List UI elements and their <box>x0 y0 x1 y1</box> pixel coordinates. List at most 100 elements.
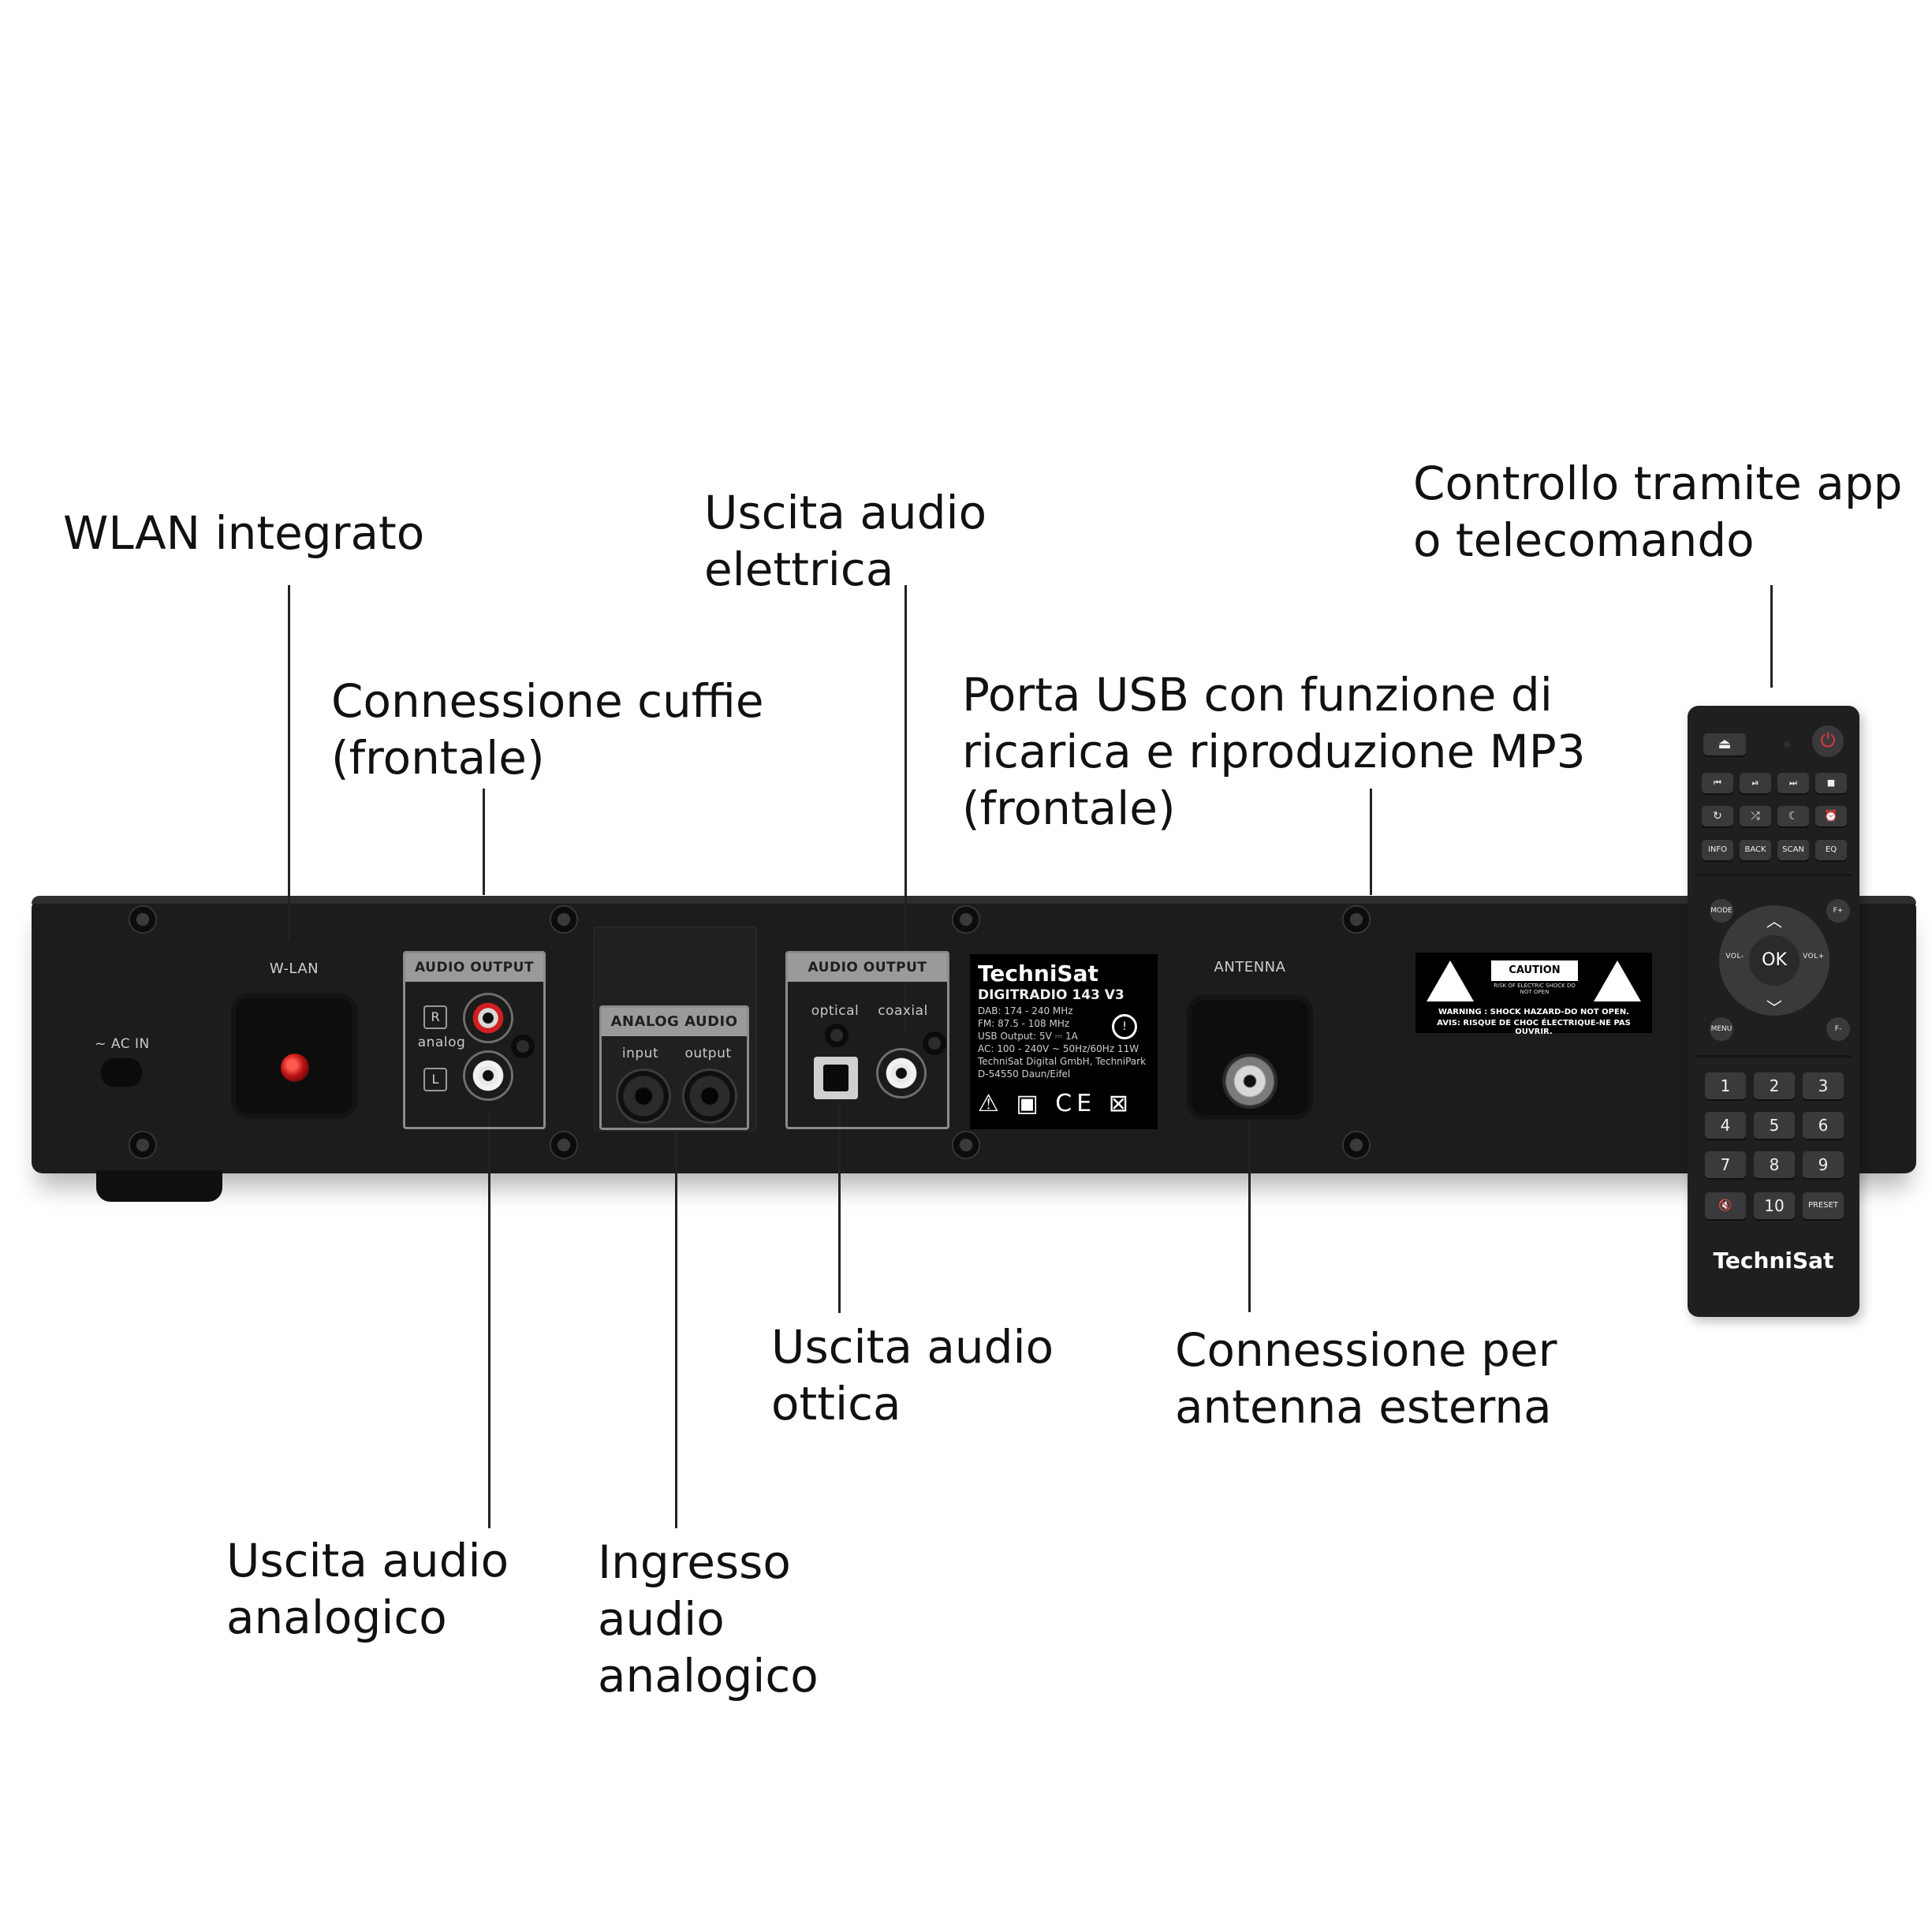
audio-output-analog-header: AUDIO OUTPUT <box>405 953 543 982</box>
screw <box>550 1131 578 1159</box>
panel-screw <box>825 1024 849 1047</box>
prev-button[interactable]: ⏮ <box>1702 773 1733 793</box>
num-1-button[interactable]: 1 <box>1705 1072 1746 1099</box>
audio-output-digital-header: AUDIO OUTPUT <box>788 953 947 982</box>
scan-button[interactable]: SCAN <box>1777 840 1809 860</box>
caution-subtext: RISK OF ELECTRIC SHOCK DO NOT OPEN <box>1494 983 1576 995</box>
warning-label: CAUTION RISK OF ELECTRIC SHOCK DO NOT OP… <box>1415 953 1652 1036</box>
num-5-button[interactable]: 5 <box>1754 1112 1795 1139</box>
menu-button[interactable]: MENU <box>1710 1017 1733 1041</box>
callout-headphones: Connessione cuffie (frontale) <box>331 674 764 785</box>
f-plus-button[interactable]: F+ <box>1826 899 1850 923</box>
spec-lines: DAB: 174 - 240 MHz FM: 87.5 - 108 MHz US… <box>978 1005 1147 1080</box>
callout-analog-out: Uscita audio analogico <box>226 1534 509 1644</box>
num-10-button[interactable]: 10 <box>1754 1192 1795 1219</box>
optical-output-port[interactable] <box>814 1057 858 1099</box>
f-minus-button[interactable]: F- <box>1826 1017 1850 1041</box>
optical-label: optical <box>811 1003 860 1019</box>
repeat-button[interactable]: ↻ <box>1702 806 1733 826</box>
screw <box>550 905 578 934</box>
analog-output-label: output <box>684 1046 732 1061</box>
leader-wlan <box>288 585 290 940</box>
shuffle-button[interactable]: ⤮ <box>1740 806 1771 826</box>
num-7-button[interactable]: 7 <box>1705 1151 1746 1178</box>
down-arrow-icon: ﹀ <box>1766 998 1782 1017</box>
antenna-label: ANTENNA <box>1214 959 1286 975</box>
num-3-button[interactable]: 3 <box>1803 1072 1844 1099</box>
analog-input-label: input <box>621 1046 659 1061</box>
num-2-button[interactable]: 2 <box>1754 1072 1795 1099</box>
vol-minus-label[interactable]: VOL- <box>1725 953 1744 960</box>
preset-button[interactable]: PRESET <box>1803 1192 1844 1219</box>
leader-remote <box>1770 585 1773 688</box>
screw <box>129 905 157 934</box>
info-button[interactable]: INFO <box>1702 840 1733 860</box>
num-4-button[interactable]: 4 <box>1705 1112 1746 1139</box>
callout-optical-out: Uscita audio ottica <box>771 1320 1054 1430</box>
wlan-led <box>281 1054 309 1082</box>
right-channel-badge: R <box>423 1005 447 1029</box>
screw <box>129 1131 157 1159</box>
analog-output-jack[interactable] <box>684 1071 735 1121</box>
remote-divider <box>1695 1055 1852 1057</box>
stop-button[interactable]: ■ <box>1815 773 1847 793</box>
standby-icon: ! <box>1112 1014 1137 1039</box>
wlan-label: W-LAN <box>269 960 319 977</box>
antenna-connector[interactable] <box>1222 1054 1277 1109</box>
panel-screw <box>923 1031 946 1055</box>
warning-line-en: WARNING : SHOCK HAZARD-DO NOT OPEN. <box>1438 1008 1629 1016</box>
spec-label: TechniSat DIGITRADIO 143 V3 DAB: 174 - 2… <box>970 954 1158 1129</box>
left-channel-badge: L <box>423 1068 447 1091</box>
eq-button[interactable]: EQ <box>1815 840 1847 860</box>
ac-in-socket <box>101 1058 142 1087</box>
screw <box>952 1131 980 1159</box>
num-6-button[interactable]: 6 <box>1803 1112 1844 1139</box>
sleep-button[interactable]: ☾ <box>1777 806 1809 826</box>
leader-analog-in <box>675 1110 677 1528</box>
next-button[interactable]: ⏭ <box>1777 773 1809 793</box>
power-button[interactable]: ⏻ <box>1812 725 1844 757</box>
mode-button[interactable]: MODE <box>1710 899 1733 923</box>
warning-triangle-icon <box>1594 960 1641 1001</box>
coaxial-output-port[interactable] <box>878 1050 924 1096</box>
leader-optical-out <box>838 1102 841 1313</box>
spec-brand: TechniSat <box>978 960 1098 987</box>
panel-screw <box>511 1035 535 1058</box>
leader-analog-out <box>488 1110 490 1528</box>
callout-usb: Porta USB con funzione di ricarica e rip… <box>962 668 1586 835</box>
audio-output-digital-panel: AUDIO OUTPUT <box>785 951 949 1129</box>
num-8-button[interactable]: 8 <box>1754 1151 1795 1178</box>
alarm-button[interactable]: ⏰ <box>1815 806 1847 826</box>
leader-headphones <box>483 789 485 895</box>
vol-plus-label[interactable]: VOL+ <box>1803 953 1825 960</box>
device-foot <box>96 1170 222 1202</box>
leader-usb <box>1370 789 1372 895</box>
callout-remote: Controllo tramite app o telecomando <box>1413 457 1903 567</box>
ac-in-label: ~ AC IN <box>95 1036 150 1052</box>
certification-marks: ⚠ ▣ CE ⊠ <box>978 1090 1133 1117</box>
callout-analog-in: Ingresso audio analogico <box>598 1535 819 1703</box>
num-9-button[interactable]: 9 <box>1803 1151 1844 1178</box>
eject-button[interactable]: ⏏ <box>1703 733 1746 755</box>
screw <box>1342 905 1371 934</box>
leader-antenna <box>1248 1113 1251 1312</box>
analog-label: analog <box>417 1035 466 1050</box>
remote-brand-logo: TechniSat <box>1713 1248 1834 1274</box>
back-button[interactable]: BACK <box>1740 840 1771 860</box>
screw <box>1342 1131 1371 1159</box>
callout-antenna: Connessione per antenna esterna <box>1175 1323 1557 1434</box>
caution-heading: CAUTION <box>1491 960 1578 981</box>
spec-model: DIGITRADIO 143 V3 <box>978 987 1125 1003</box>
rca-left-output[interactable] <box>465 1053 511 1098</box>
remote-ir-led <box>1784 741 1790 748</box>
rca-right-output[interactable] <box>465 995 511 1041</box>
analog-audio-header: ANALOG AUDIO <box>602 1008 747 1036</box>
coaxial-label: coaxial <box>878 1003 928 1019</box>
up-arrow-icon: ︿ <box>1766 912 1782 931</box>
ok-button[interactable]: OK <box>1749 935 1800 986</box>
mute-button[interactable]: 🔇 <box>1705 1192 1746 1219</box>
analog-input-jack[interactable] <box>618 1071 669 1121</box>
play-pause-button[interactable]: ⏯ <box>1740 773 1771 793</box>
warning-line-fr: AVIS: RISQUE DE CHOC ÉLECTRIQUE-NE PAS O… <box>1437 1019 1631 1036</box>
remote-divider <box>1695 874 1852 876</box>
